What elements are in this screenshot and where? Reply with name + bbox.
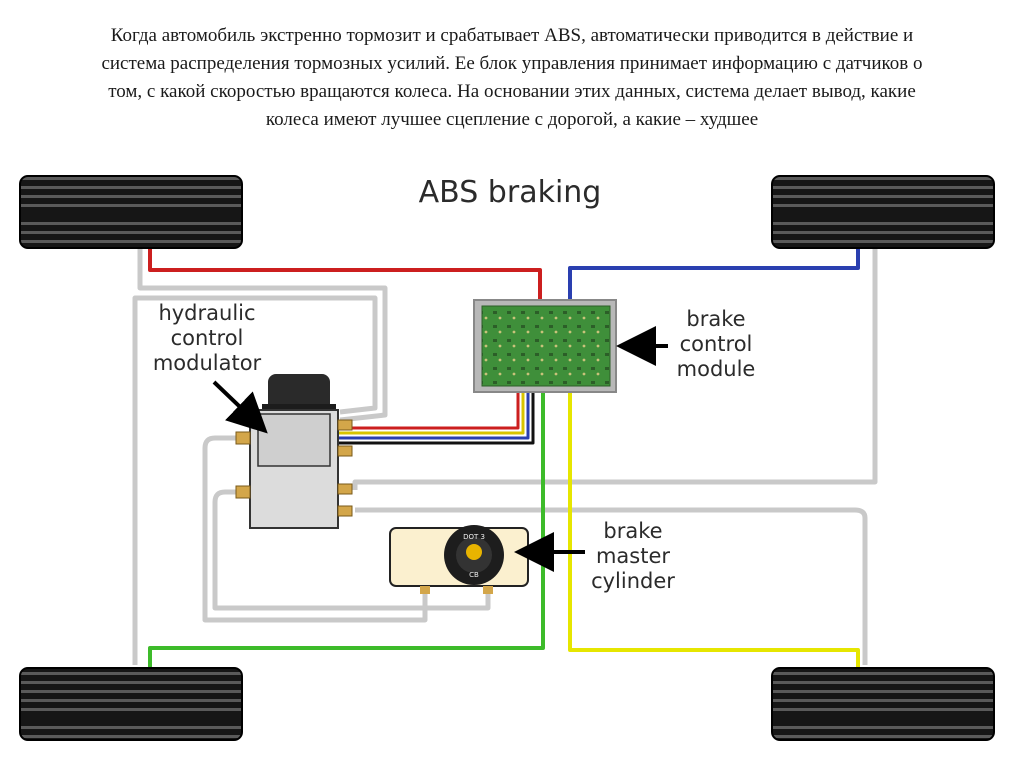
cap-text: DOT 3 bbox=[463, 533, 485, 541]
label-line: master bbox=[596, 544, 670, 568]
label-line: cylinder bbox=[591, 569, 675, 593]
sensor-wires bbox=[148, 248, 860, 668]
label-line: modulator bbox=[153, 351, 262, 375]
label-line: control bbox=[171, 326, 244, 350]
label-line: brake bbox=[603, 519, 662, 543]
brake-master-cylinder: DOT 3 CB bbox=[389, 525, 529, 594]
tire-front-left bbox=[19, 175, 243, 249]
label-master: brake master cylinder bbox=[591, 519, 675, 593]
brake-lines bbox=[132, 248, 878, 665]
label-line: hydraulic bbox=[158, 301, 255, 325]
tire-rear-right bbox=[771, 667, 995, 741]
label-line: brake bbox=[686, 307, 745, 331]
caption-line: система распределения тормозных усилий. … bbox=[101, 53, 923, 74]
brake-control-module bbox=[473, 299, 617, 393]
arrow-hydraulic bbox=[212, 380, 268, 434]
diagram-title: ABS braking bbox=[419, 175, 602, 210]
label-line: module bbox=[677, 357, 756, 381]
hydraulic-modulator bbox=[235, 374, 353, 529]
label-hydraulic: hydraulic control modulator bbox=[153, 301, 262, 375]
caption-line: колеса имеют лучшее сцепление с дорогой,… bbox=[265, 109, 759, 130]
label-module: brake control module bbox=[677, 307, 756, 381]
tire-front-right bbox=[771, 175, 995, 249]
caption-line: том, с какой скоростью вращаются колеса.… bbox=[108, 81, 916, 102]
label-line: control bbox=[680, 332, 753, 356]
cap-text: CB bbox=[469, 571, 479, 579]
caption-text: Когда автомобиль экстренно тормозит и ср… bbox=[20, 22, 1004, 134]
caption-line: Когда автомобиль экстренно тормозит и ср… bbox=[110, 25, 914, 46]
tire-rear-left bbox=[19, 667, 243, 741]
